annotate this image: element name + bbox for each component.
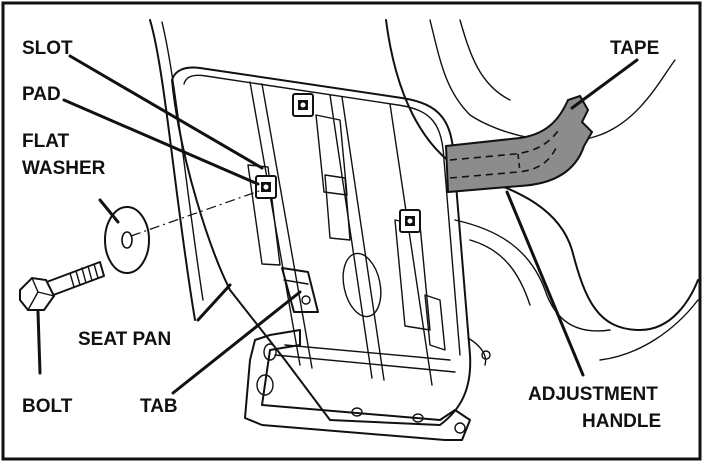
pad-leader — [62, 98, 260, 186]
bolt-leader — [36, 310, 42, 375]
adjustment-handle — [444, 94, 594, 194]
pad-label: PAD — [22, 84, 61, 105]
slot-leader — [68, 54, 264, 170]
tape-leader — [570, 58, 639, 110]
tape-label: TAPE — [610, 38, 659, 59]
slot-label: SLOT — [22, 38, 73, 59]
seat-pan-leader — [196, 283, 232, 322]
flat-washer-label-line2: WASHER — [22, 158, 106, 179]
bolt-label: BOLT — [22, 396, 73, 417]
tab — [281, 267, 319, 313]
tab-leader — [171, 290, 302, 395]
flat-washer — [104, 189, 263, 274]
adjustment-handle-label-line1: ADJUSTMENT — [528, 384, 658, 405]
adjustment-handle-leader — [505, 190, 585, 377]
adjustment-handle-label-line2: HANDLE — [582, 411, 661, 432]
washer-leader — [98, 198, 120, 224]
mounting-bracket — [244, 329, 491, 441]
seat-back-cushion — [149, 19, 699, 361]
flat-washer-label-line1: FLAT — [22, 131, 70, 152]
pad-right — [399, 209, 421, 233]
tape — [444, 94, 594, 194]
tab-label: TAB — [140, 396, 178, 417]
pad-upper — [292, 93, 314, 117]
leader-lines — [36, 54, 639, 395]
seat-pan-label: SEAT PAN — [78, 329, 171, 350]
bolt — [19, 261, 105, 311]
